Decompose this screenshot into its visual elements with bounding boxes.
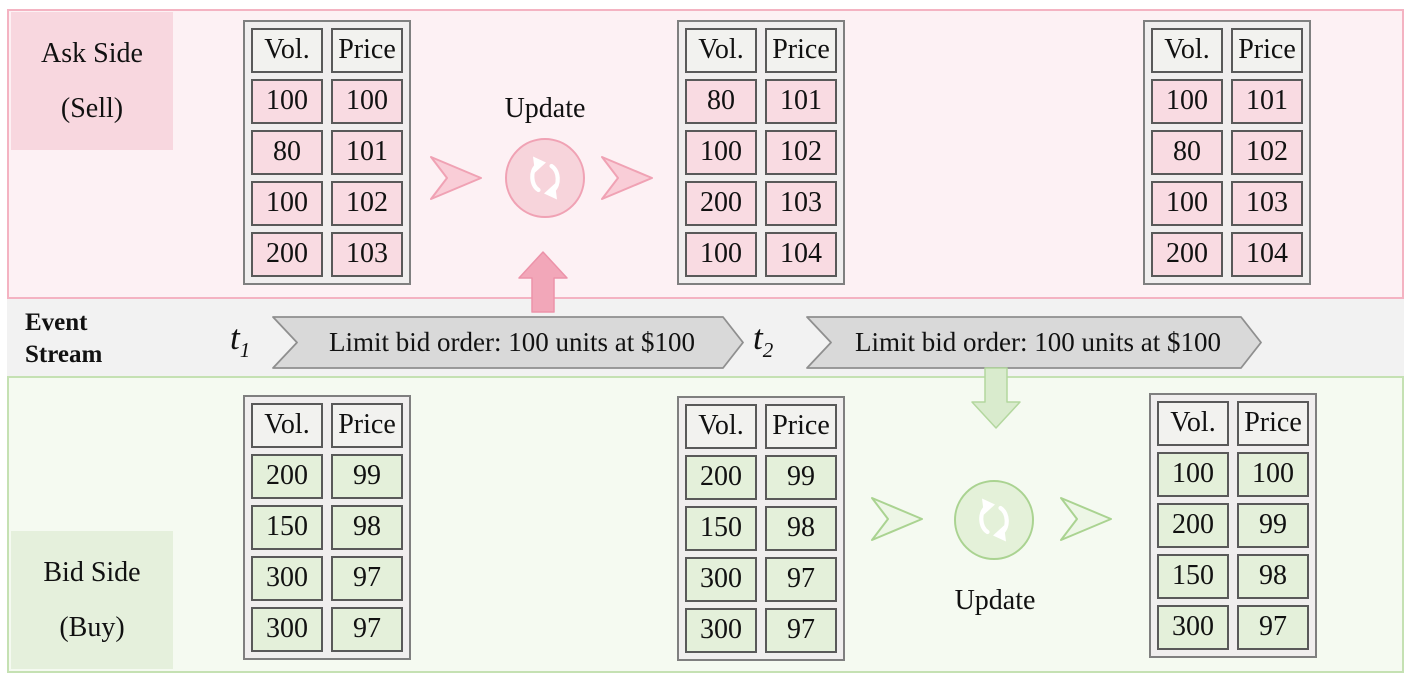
t2-subscript: 2 <box>762 338 774 362</box>
book-cell: 97 <box>331 607 403 652</box>
book-cell: 300 <box>251 556 323 601</box>
chevron-right-icon <box>871 497 923 541</box>
book-cell: 300 <box>685 557 757 602</box>
event-banner-shape <box>806 316 1262 369</box>
column-header: Vol. <box>1151 28 1223 73</box>
book-cell: 97 <box>765 608 837 653</box>
bid-side-label: Bid Side (Buy) <box>11 531 173 669</box>
book-cell: 103 <box>331 232 403 277</box>
refresh-icon <box>979 498 1009 542</box>
book-cell: 97 <box>331 556 403 601</box>
book-cell: 150 <box>685 506 757 551</box>
book-cell: 150 <box>251 505 323 550</box>
event-stream-label: Event Stream <box>25 307 102 371</box>
chevron-right-icon <box>601 156 653 200</box>
book-cell: 101 <box>331 130 403 175</box>
column-header: Vol. <box>685 404 757 449</box>
book-cell: 100 <box>331 79 403 124</box>
book-cell: 80 <box>1151 130 1223 175</box>
ask-side-label: Ask Side (Sell) <box>11 12 173 150</box>
event-text-2: Limit bid order: 100 units at $100 <box>855 327 1221 357</box>
book-cell: 200 <box>251 454 323 499</box>
column-header: Price <box>331 403 403 448</box>
book-cell: 102 <box>331 181 403 226</box>
book-cell: 103 <box>1231 181 1303 226</box>
event-banner-1: Limit bid order: 100 units at $100 <box>272 316 744 369</box>
book-cell: 98 <box>1237 554 1309 599</box>
refresh-icon <box>530 156 560 200</box>
column-header: Vol. <box>251 403 323 448</box>
book-cell: 80 <box>685 79 757 124</box>
book-cell: 102 <box>765 130 837 175</box>
book-cell: 97 <box>765 557 837 602</box>
book-cell: 104 <box>765 232 837 277</box>
book-cell: 99 <box>765 455 837 500</box>
book-cell: 300 <box>1157 605 1229 650</box>
ask-update-label: Update <box>504 93 586 124</box>
book-cell: 200 <box>1151 232 1223 277</box>
book-cell: 99 <box>1237 503 1309 548</box>
book-cell: 100 <box>1157 452 1229 497</box>
bid-side-label-line2: (Buy) <box>59 611 125 643</box>
book-cell: 300 <box>685 608 757 653</box>
book-cell: 100 <box>1151 181 1223 226</box>
book-cell: 101 <box>1231 79 1303 124</box>
event-stream-label-line1: Event <box>25 309 88 336</box>
book-cell: 100 <box>251 79 323 124</box>
event-time-t2: t2 <box>753 314 773 362</box>
column-header: Price <box>1237 401 1309 446</box>
ask-update-circle <box>505 138 585 218</box>
t2-base: t <box>753 318 763 357</box>
book-cell: 99 <box>331 454 403 499</box>
book-cell: 101 <box>765 79 837 124</box>
book-cell: 200 <box>1157 503 1229 548</box>
event-text-1: Limit bid order: 100 units at $100 <box>329 327 695 357</box>
column-header: Vol. <box>251 28 323 73</box>
ask-side-label-line2: (Sell) <box>60 92 124 124</box>
book-cell: 98 <box>331 505 403 550</box>
book-cell: 104 <box>1231 232 1303 277</box>
book-cell: 300 <box>251 607 323 652</box>
arrow-up-icon <box>518 251 568 313</box>
event-time-t1: t1 <box>230 314 250 362</box>
bid-update-label: Update <box>954 585 1036 616</box>
book-cell: 150 <box>1157 554 1229 599</box>
book-cell: 100 <box>685 232 757 277</box>
column-header: Vol. <box>685 28 757 73</box>
book-cell: 80 <box>251 130 323 175</box>
book-cell: 100 <box>685 130 757 175</box>
chevron-right-icon <box>430 156 482 200</box>
column-header: Price <box>765 404 837 449</box>
event-banner-shape <box>272 316 744 369</box>
book-cell: 100 <box>251 181 323 226</box>
bid-side-label-line1: Bid Side <box>43 556 141 588</box>
t1-base: t <box>230 318 240 357</box>
column-header: Price <box>1231 28 1303 73</box>
book-cell: 103 <box>765 181 837 226</box>
column-header: Price <box>331 28 403 73</box>
t1-subscript: 1 <box>239 338 251 362</box>
book-cell: 98 <box>765 506 837 551</box>
chevron-right-icon <box>1060 497 1112 541</box>
book-cell: 200 <box>685 455 757 500</box>
column-header: Vol. <box>1157 401 1229 446</box>
book-cell: 97 <box>1237 605 1309 650</box>
book-cell: 200 <box>251 232 323 277</box>
ask-side-label-line1: Ask Side <box>41 37 143 69</box>
bid-update-circle <box>954 480 1034 560</box>
book-cell: 200 <box>685 181 757 226</box>
book-cell: 100 <box>1151 79 1223 124</box>
event-stream-label-line2: Stream <box>25 341 103 368</box>
column-header: Price <box>765 28 837 73</box>
event-banner-2: Limit bid order: 100 units at $100 <box>806 316 1262 369</box>
arrow-down-icon <box>971 367 1021 429</box>
book-cell: 100 <box>1237 452 1309 497</box>
book-cell: 102 <box>1231 130 1303 175</box>
